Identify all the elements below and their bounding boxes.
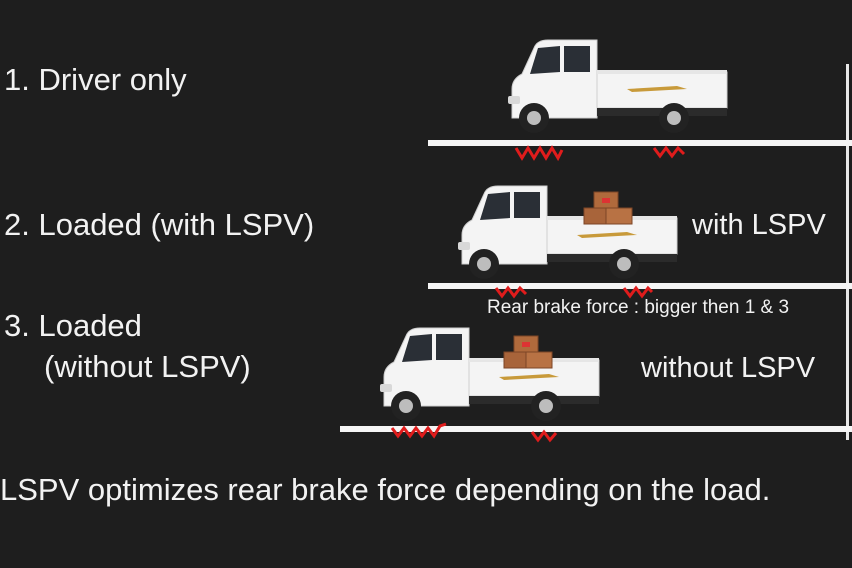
without-lspv-side-label: without LSPV [641, 352, 816, 384]
brake-force-spring-icon [494, 285, 528, 299]
brake-force-spring-icon [622, 285, 654, 299]
pickup-truck-icon [508, 39, 728, 133]
pickup-truck-icon [458, 185, 678, 279]
pickup-truck-icon [380, 327, 600, 421]
scenario-3-label-line2: (without LSPV) [44, 348, 251, 384]
scenario-3-label-line1: 3. Loaded [4, 308, 142, 343]
road-line-2 [428, 283, 852, 289]
scenario-3-label: 3. Loaded (without LSPV) [4, 306, 251, 388]
brake-force-spring-icon [390, 422, 447, 439]
road-line-1 [428, 140, 852, 146]
cargo-box-icon [583, 191, 633, 225]
brake-force-spring-icon [530, 429, 558, 443]
brake-force-spring-icon [514, 145, 564, 162]
scenario-2-label: 2. Loaded (with LSPV) [4, 207, 315, 242]
road-line-3 [340, 426, 852, 432]
rear-brake-force-note: Rear brake force : bigger then 1 & 3 [487, 297, 790, 318]
brake-force-spring-icon [652, 145, 686, 159]
cargo-box-icon [503, 335, 553, 369]
scenario-1-label: 1. Driver only [4, 62, 187, 97]
right-divider-line [846, 64, 849, 440]
summary-footer: LSPV optimizes rear brake force dependin… [0, 472, 771, 507]
with-lspv-side-label: with LSPV [692, 209, 826, 241]
